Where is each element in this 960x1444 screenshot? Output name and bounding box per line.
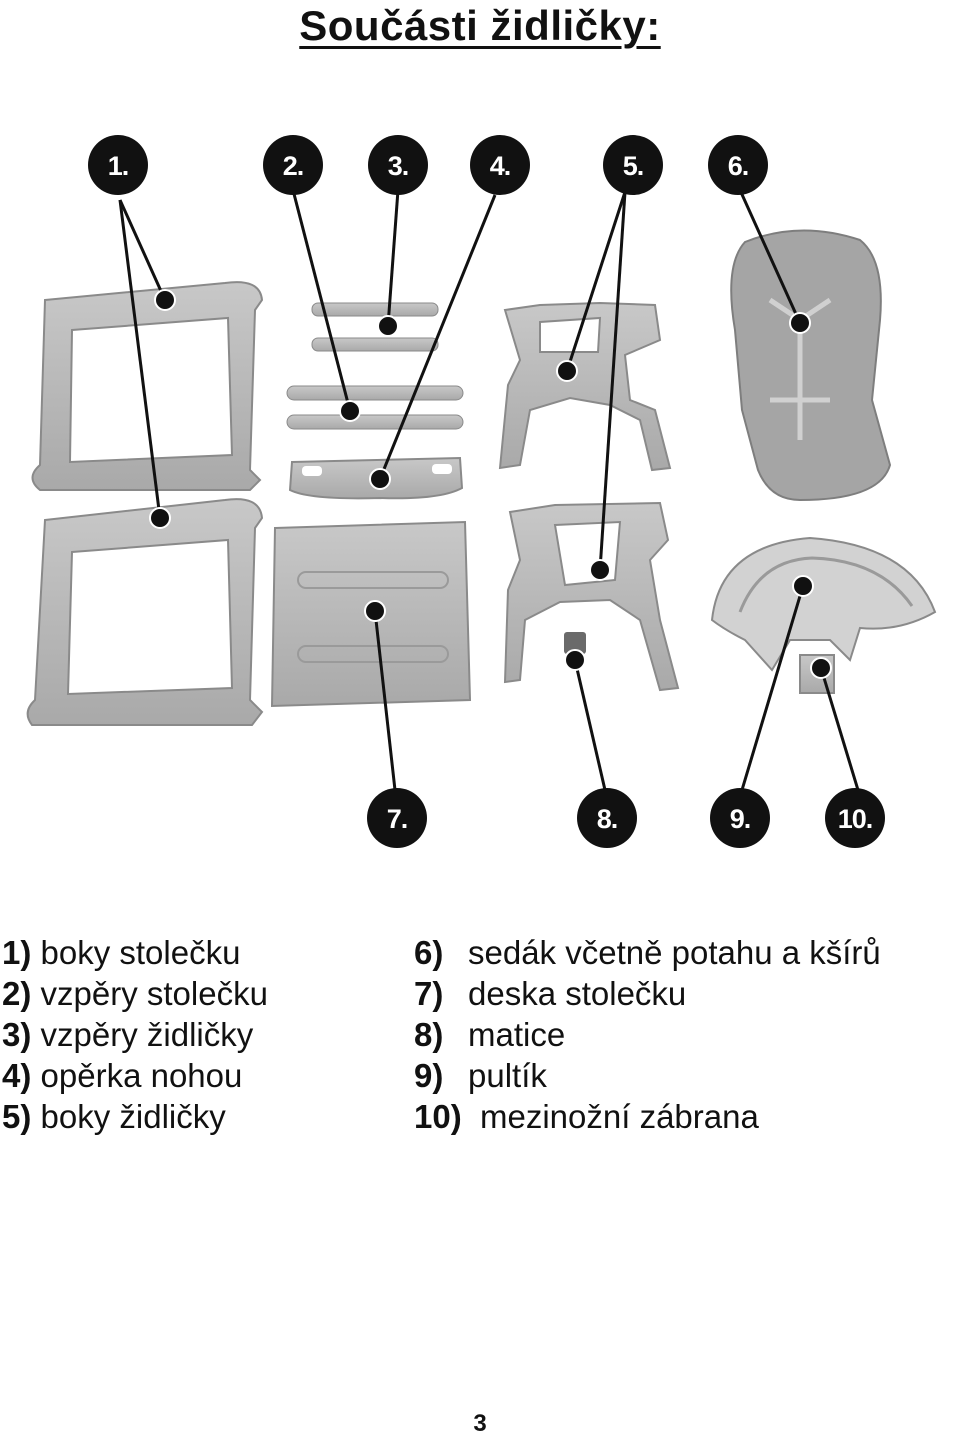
svg-text:2.: 2.	[283, 151, 304, 181]
legend-item-1: 1) boky stolečku	[2, 932, 268, 973]
table-strut-lower	[287, 386, 463, 429]
table-side-frame-bottom	[28, 499, 262, 725]
legend-item-5: 5) boky židličky	[2, 1096, 268, 1137]
svg-text:6.: 6.	[728, 151, 749, 181]
legend-item-6: 6)sedák včetně potahu a kšírů	[414, 932, 881, 973]
callout-5: 5.	[603, 135, 663, 195]
legend-item-9: 9)pultík	[414, 1055, 881, 1096]
callout-1: 1.	[88, 135, 148, 195]
svg-text:9.: 9.	[730, 804, 751, 834]
callout-6: 6.	[708, 135, 768, 195]
chair-strut-upper	[312, 303, 438, 351]
legend-item-8: 8)matice	[414, 1014, 881, 1055]
svg-text:3.: 3.	[388, 151, 409, 181]
callout-2: 2.	[263, 135, 323, 195]
callout-10: 10.	[825, 788, 885, 848]
callout-4: 4.	[470, 135, 530, 195]
svg-text:7.: 7.	[387, 804, 408, 834]
callout-8: 8.	[577, 788, 637, 848]
legend-right: 6)sedák včetně potahu a kšírů 7)deska st…	[414, 932, 881, 1137]
svg-text:10.: 10.	[838, 804, 873, 834]
svg-text:1.: 1.	[108, 151, 129, 181]
callout-7: 7.	[367, 788, 427, 848]
legend-item-4: 4) opěrka nohou	[2, 1055, 268, 1096]
parts-diagram: 1. 2. 3. 4. 5. 6. 7. 8. 9. 10.	[0, 0, 960, 900]
legend-item-3: 3) vzpěry židličky	[2, 1014, 268, 1055]
chair-side-top	[500, 303, 670, 470]
seat-part	[731, 230, 890, 500]
callout-9: 9.	[710, 788, 770, 848]
svg-text:5.: 5.	[623, 151, 644, 181]
svg-text:4.: 4.	[490, 151, 511, 181]
page-number: 3	[0, 1410, 960, 1438]
svg-text:8.: 8.	[597, 804, 618, 834]
legend-item-10: 10)mezinožní zábrana	[414, 1096, 881, 1137]
legend-left: 1) boky stolečku 2) vzpěry stolečku 3) v…	[2, 932, 268, 1137]
tray-part	[712, 538, 935, 670]
callout-3: 3.	[368, 135, 428, 195]
legend-item-2: 2) vzpěry stolečku	[2, 973, 268, 1014]
table-side-frame-top	[33, 282, 263, 490]
chair-side-bottom	[505, 503, 678, 690]
legend-item-7: 7)deska stolečku	[414, 973, 881, 1014]
